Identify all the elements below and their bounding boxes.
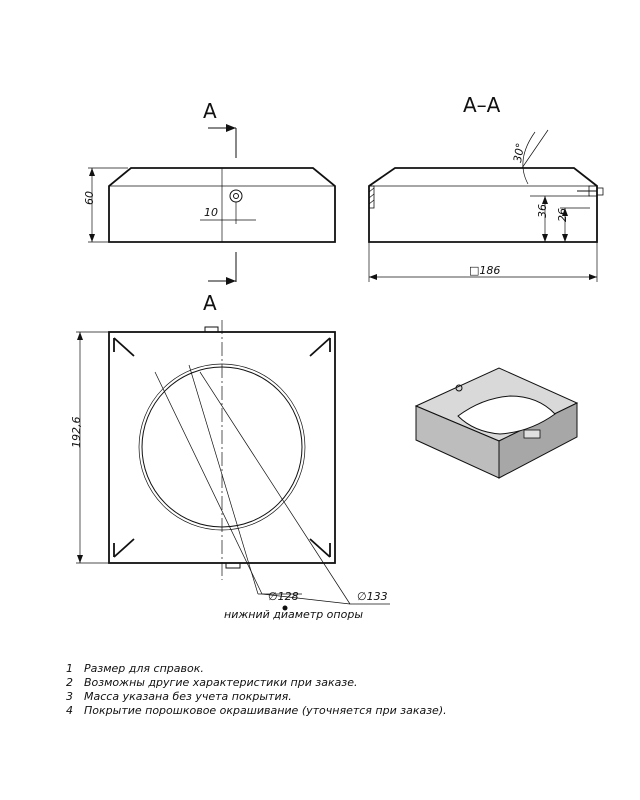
section-marker-bottom: A — [203, 291, 217, 315]
dim-height-60: 60 — [83, 191, 96, 205]
note-text: Размер для справок. — [84, 662, 204, 675]
dim-height-36: 36 — [536, 204, 549, 218]
section-view — [368, 129, 604, 282]
notes-list: 1 Размер для справок. 2 Возможны другие … — [66, 662, 447, 717]
note-number: 1 — [66, 662, 73, 675]
top-view — [76, 320, 390, 611]
lower-diameter-note: нижний диаметр опоры — [224, 608, 363, 621]
dim-diagonal: 192,6 — [70, 417, 83, 449]
note-text: Возможны другие характеристики при заказ… — [84, 676, 357, 689]
dim-height-26: 26 — [556, 208, 569, 222]
section-marker-top: A — [203, 99, 217, 123]
isometric-view — [414, 367, 579, 479]
note-number: 2 — [66, 676, 73, 689]
dim-square-186: □186 — [469, 264, 500, 277]
section-title: A–A — [463, 93, 501, 117]
note-number: 4 — [66, 704, 73, 717]
note-text: Покрытие порошковое окрашивание (уточняе… — [84, 704, 447, 717]
dim-angle: 30° — [511, 142, 527, 163]
dim-diameter-133: ∅133 — [357, 590, 388, 603]
front-view — [88, 124, 336, 285]
note-text: Масса указана без учета покрытия. — [84, 690, 292, 703]
dim-bolt-offset: 10 — [204, 206, 218, 219]
dim-diameter-128: ∅128 — [268, 590, 299, 603]
note-number: 3 — [66, 690, 73, 703]
